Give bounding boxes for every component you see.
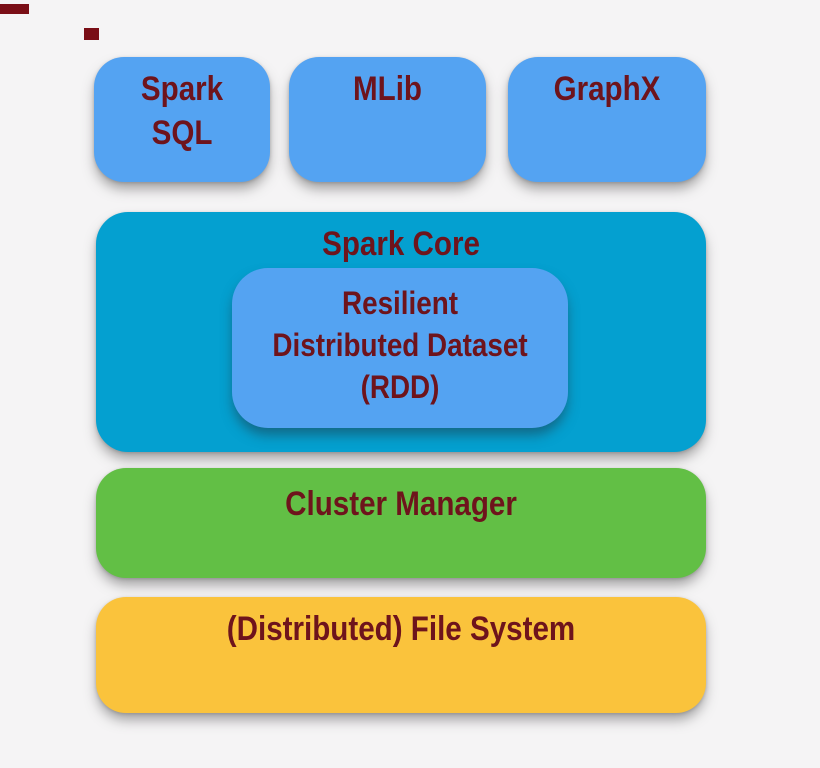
spark-core-label: Spark Core [322,225,480,263]
rdd-label-line2: Distributed Dataset [272,327,528,363]
cluster-manager-label: Cluster Manager [285,485,517,523]
mlib-label-line1: MLib [352,70,423,108]
graphx-box: GraphX [508,57,706,182]
watermark-artifact [84,28,99,40]
spark-sql-label: Spark SQL [105,57,258,155]
spark-core-box: Spark Core Resilient Distributed Dataset… [96,212,706,452]
file-system-label: (Distributed) File System [226,610,576,648]
spark-sql-box: Spark SQL [94,57,270,182]
spark-sql-label-line2: SQL [151,114,213,152]
mlib-label: MLib [302,57,473,111]
rdd-label-line1: Resilient [341,285,459,321]
graphx-label: GraphX [521,57,693,111]
file-system-box: (Distributed) File System [96,597,706,713]
rdd-box: Resilient Distributed Dataset (RDD) [232,268,568,428]
mlib-box: MLib [289,57,486,182]
cluster-manager-box: Cluster Manager [96,468,706,578]
rdd-label: Resilient Distributed Dataset (RDD) [254,268,546,408]
watermark-artifact [0,4,29,14]
spark-sql-label-line1: Spark [140,70,224,108]
rdd-label-line3: (RDD) [360,369,440,405]
graphx-label-line1: GraphX [553,70,661,108]
